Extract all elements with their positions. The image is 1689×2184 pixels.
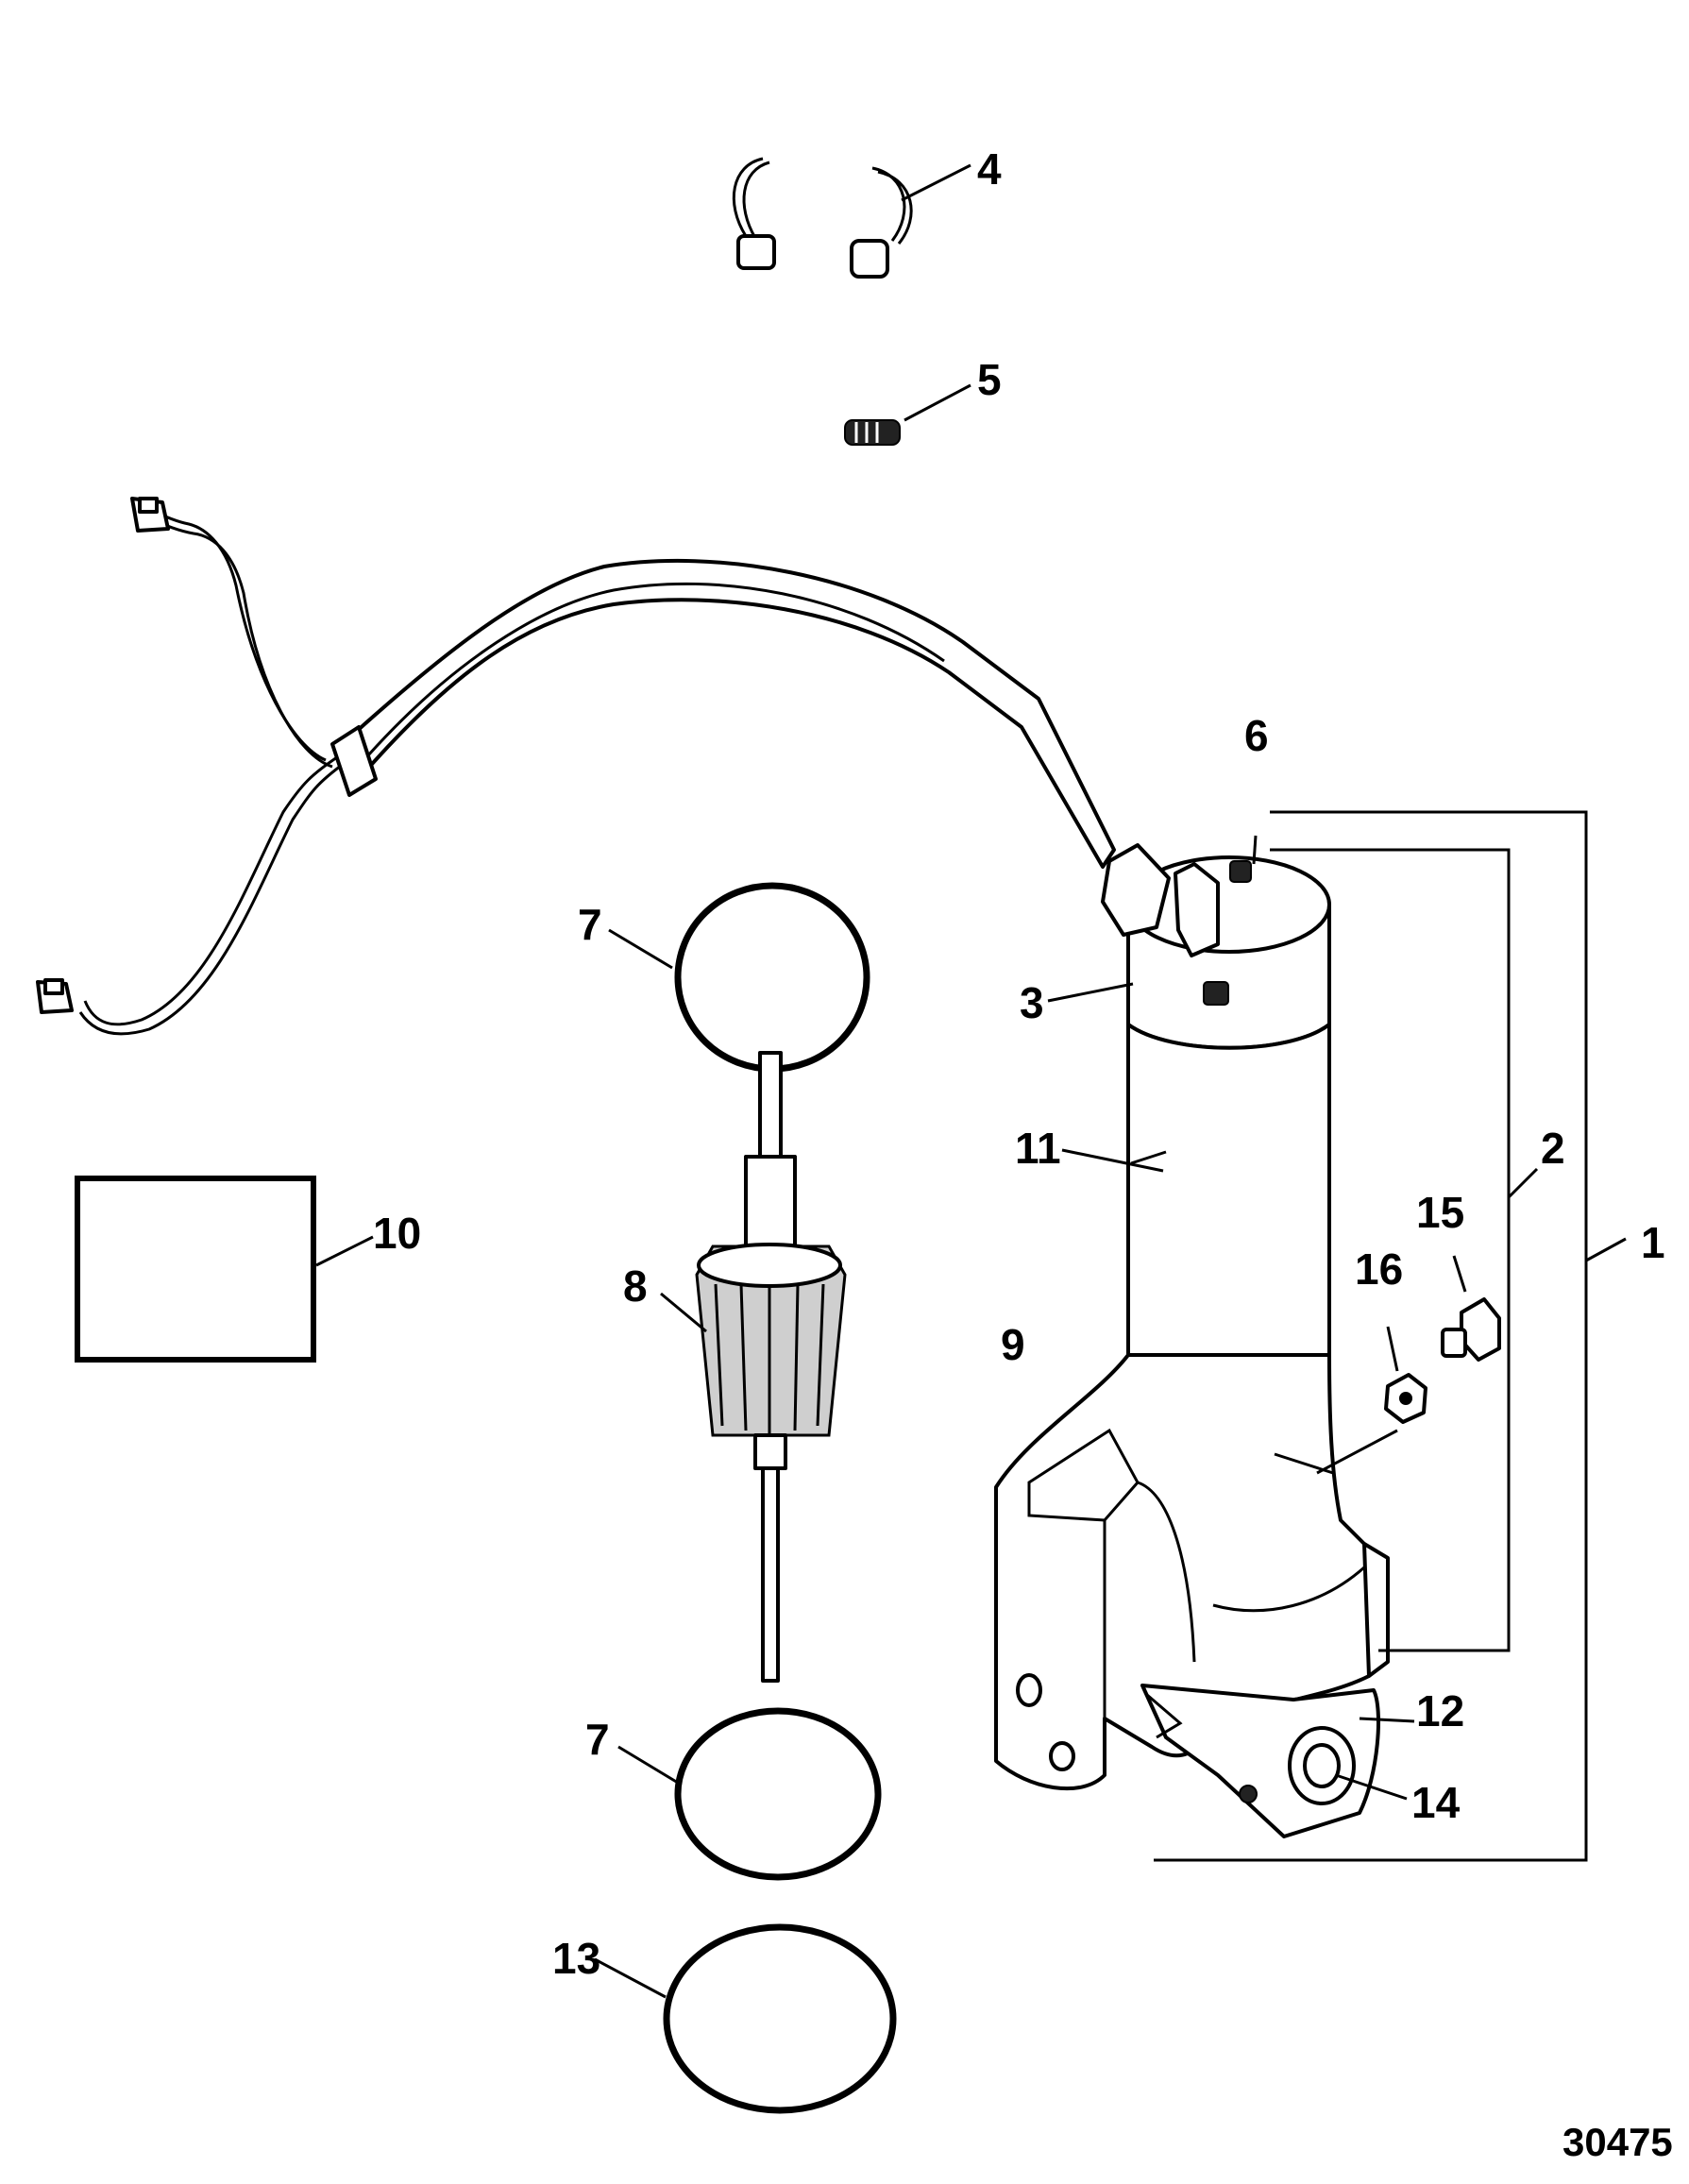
callout-7-upper: 7: [578, 900, 602, 949]
small-screw: [844, 383, 971, 446]
callout-11: 11: [1015, 1124, 1061, 1173]
o-ring-13: [594, 1923, 897, 2114]
callout-13: 13: [552, 1934, 600, 1983]
callout-3: 3: [1020, 978, 1044, 1027]
callout-5: 5: [977, 355, 1002, 404]
callout-14: 14: [1411, 1778, 1461, 1827]
callout-1: 1: [1641, 1218, 1665, 1267]
o-ring-upper: [608, 882, 870, 1073]
trim-motor-assembly: [994, 835, 1415, 1838]
callout-9: 9: [1001, 1320, 1025, 1369]
callout-16: 16: [1355, 1244, 1403, 1294]
wire-harness: [36, 497, 1116, 1036]
assembly-brackets: [1154, 810, 1627, 1862]
o-ring-lower: [617, 1707, 882, 1881]
bolt-and-washer: [1384, 1255, 1501, 1424]
armature: [660, 1051, 847, 1683]
callout-12: 12: [1416, 1686, 1464, 1735]
callout-7-lower: 7: [585, 1715, 610, 1764]
callout-8: 8: [623, 1261, 648, 1311]
decal: [75, 1176, 374, 1363]
callout-4: 4: [977, 144, 1002, 194]
callout-10: 10: [373, 1209, 421, 1258]
brush-spring-pair: [732, 157, 971, 279]
callout-6: 6: [1244, 711, 1269, 760]
callout-2: 2: [1541, 1124, 1565, 1173]
callout-15: 15: [1416, 1188, 1464, 1237]
figure-number: 30475: [1562, 2120, 1673, 2164]
